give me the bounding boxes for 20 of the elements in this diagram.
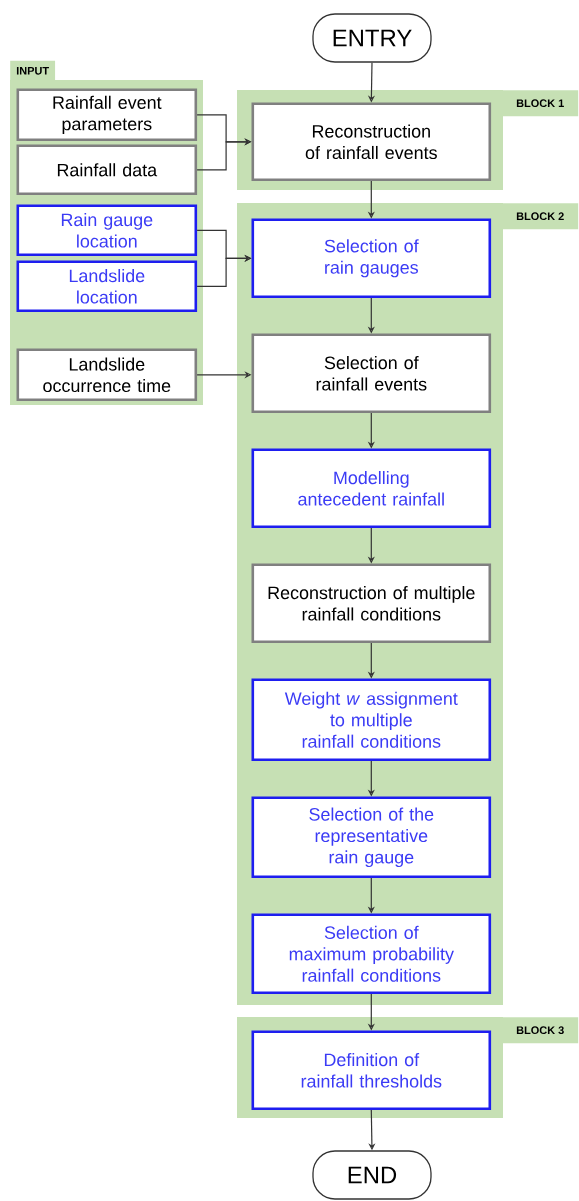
process-box: Rain gauge location (16, 204, 198, 257)
process-box: Rainfall event parameters (16, 88, 198, 142)
node-label: BLOCK 3 (516, 1026, 564, 1035)
process-box: Reconstruction of rainfall events (251, 102, 492, 182)
process-box: Landslide location (16, 260, 198, 313)
process-box: Selection of rainfall events (251, 333, 492, 414)
terminal-stadium: END (312, 1150, 432, 1200)
process-box: Definition of rainfall thresholds (251, 1030, 492, 1111)
terminal-stadium: ENTRY (312, 13, 432, 63)
process-box: Weight w assignment to multiple rainfall conditions (251, 678, 492, 762)
process-box: Reconstruction of multiple rainfall conditions (251, 563, 492, 644)
process-box: Selection of the representative rain gauge (251, 796, 492, 879)
node-label: BLOCK 1 (516, 99, 564, 108)
node-label: INPUT (16, 67, 49, 75)
process-box: Selection of rain gauges (251, 218, 492, 299)
process-box: Landslide occurrence time (16, 348, 198, 402)
node-label: BLOCK 2 (516, 212, 564, 221)
process-box: Selection of maximum probability rainfall conditions (251, 913, 492, 995)
process-box: Rainfall data (16, 144, 198, 196)
process-box: Modelling antecedent rainfall (251, 448, 492, 529)
